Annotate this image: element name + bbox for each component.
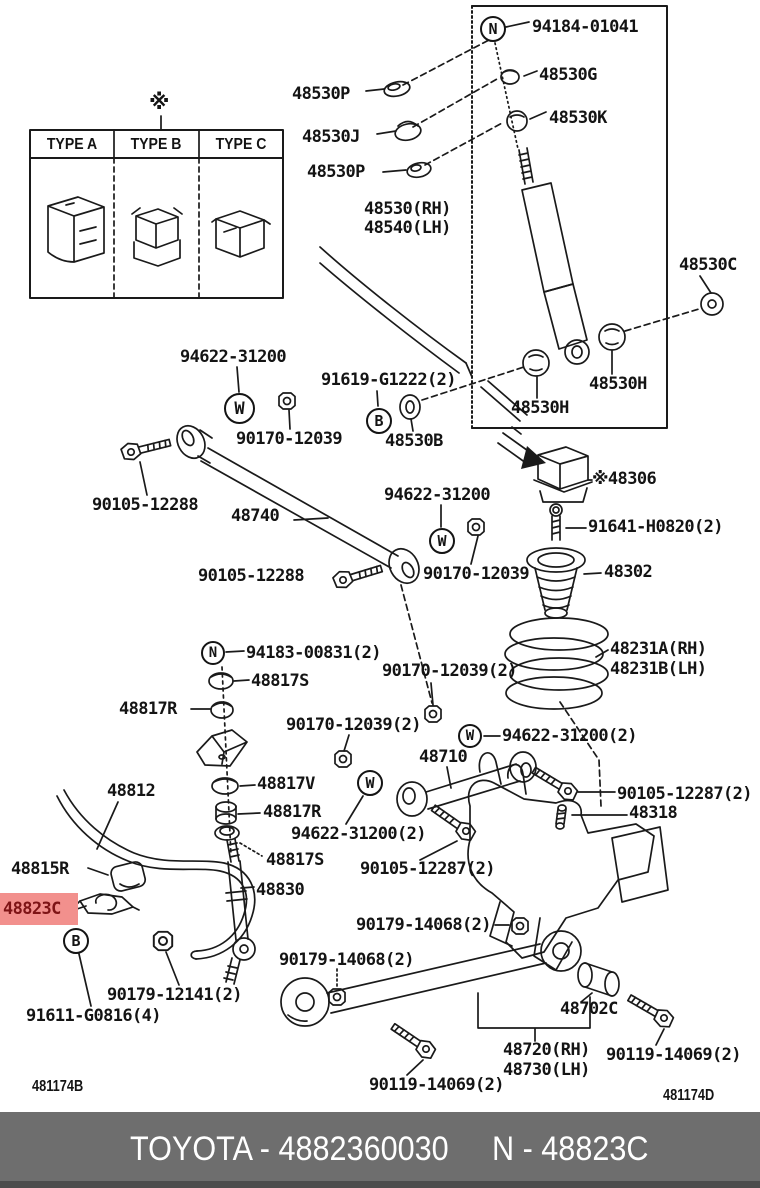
part-label: 90170-12039 xyxy=(236,429,343,449)
stud-drawing xyxy=(555,804,567,830)
part-label: 48530B xyxy=(385,431,443,451)
part-label: ※48306 xyxy=(592,469,657,489)
shock-absorber-box xyxy=(471,5,668,429)
part-label: 91641-H0820(2) xyxy=(588,517,723,537)
type-table-header-a: TYPE A xyxy=(46,136,98,153)
marker-circle-w: W xyxy=(458,724,482,748)
part-label: 48231A(RH) xyxy=(610,639,707,659)
part-label: 90105-12288 xyxy=(92,495,199,515)
bump-stop-drawing xyxy=(533,446,593,503)
part-label: 48530P xyxy=(307,162,365,182)
part-label: 90170-12039(2) xyxy=(382,661,517,681)
part-label: 48817R xyxy=(119,699,177,719)
part-label: 48830 xyxy=(256,880,305,900)
part-label: 48815R xyxy=(11,859,69,879)
link-cushion-stack-drawing xyxy=(196,672,248,825)
part-label: 48530G xyxy=(539,65,597,85)
part-label: 48302 xyxy=(604,562,653,582)
footer-part-code: N - 48823C xyxy=(492,1130,649,1168)
part-label: 90170-12039(2) xyxy=(286,715,421,735)
part-label: 48530(RH) xyxy=(364,199,451,219)
part-label: 94622-31200(2) xyxy=(502,726,637,746)
marker-circle-w: W xyxy=(357,770,383,796)
part-label: 48817V xyxy=(257,774,315,794)
part-label: 48710 xyxy=(419,747,468,767)
part-label: 48720(RH) xyxy=(503,1040,590,1060)
part-label: 90105-12287(2) xyxy=(617,784,752,804)
type-table-drawing xyxy=(29,115,284,299)
footer-bottom-edge xyxy=(0,1181,760,1188)
part-label: 48540(LH) xyxy=(364,218,451,238)
part-label: 94622-31200 xyxy=(180,347,287,367)
part-label: 48740 xyxy=(231,506,280,526)
part-label: 48702C xyxy=(560,999,618,1019)
marker-circle-b: B xyxy=(63,928,89,954)
arrow-icon xyxy=(497,432,546,469)
part-label: 90105-12288 xyxy=(198,566,305,586)
leaf-spring-drawing xyxy=(319,246,528,435)
part-label: 91619-G1222(2) xyxy=(321,370,456,390)
marker-circle-b: B xyxy=(366,408,392,434)
highlighted-part-number: 48823C xyxy=(3,899,61,919)
part-label: 48231B(LH) xyxy=(610,659,707,679)
shock-absorber-drawing xyxy=(518,147,590,365)
type-table-header-b: TYPE B xyxy=(130,136,182,153)
part-label: 90119-14069(2) xyxy=(369,1075,504,1095)
reference-mark: ※ xyxy=(149,90,170,114)
part-label: 90179-14068(2) xyxy=(279,950,414,970)
marker-circle-w: W xyxy=(429,528,455,554)
part-label: 48812 xyxy=(107,781,156,801)
part-label: 48817S xyxy=(266,850,324,870)
part-label: 48817S xyxy=(251,671,309,691)
part-label: 48530J xyxy=(302,127,360,147)
part-label: 90170-12039 xyxy=(423,564,530,584)
part-label: 90179-14068(2) xyxy=(356,915,491,935)
part-label: 48530P xyxy=(292,84,350,104)
part-label: 91611-G0816(4) xyxy=(26,1006,161,1026)
stabilizer-bar-drawing xyxy=(56,789,256,960)
coil-spring-drawing xyxy=(504,547,609,710)
part-label: 90105-12287(2) xyxy=(360,859,495,879)
part-label: 94184-01041 xyxy=(532,17,639,37)
part-label: 48530K xyxy=(549,108,607,128)
part-label: 94622-31200 xyxy=(384,485,491,505)
part-label: 94183-00831(2) xyxy=(246,643,381,663)
part-label: 48730(LH) xyxy=(503,1060,590,1080)
part-label: 48817R xyxy=(263,802,321,822)
part-label: 48530H xyxy=(589,374,647,394)
footer-brand-code: TOYOTA - 4882360030 xyxy=(130,1130,449,1168)
footer-bar: TOYOTA - 4882360030 N - 48823C xyxy=(0,1112,760,1188)
marker-circle-w: W xyxy=(224,393,255,424)
part-label: 48530C xyxy=(679,255,737,275)
part-label: 48530H xyxy=(511,398,569,418)
part-label: 90179-12141(2) xyxy=(107,985,242,1005)
spring-seat-bolt-drawing xyxy=(549,503,563,541)
mount-bushings-drawing xyxy=(383,69,724,420)
sheet-code-left: 481174B xyxy=(32,1078,84,1095)
type-table-header-c: TYPE C xyxy=(215,136,267,153)
assembly-dashed-lines xyxy=(221,39,700,988)
track-bar-drawing xyxy=(176,424,420,585)
sheet-code-right: 481174D xyxy=(663,1087,715,1104)
marker-circle-n: N xyxy=(201,641,225,665)
part-label: 90119-14069(2) xyxy=(606,1045,741,1065)
leader-lines xyxy=(76,21,712,1076)
highlighted-part-label: 48823C xyxy=(0,893,78,925)
marker-circle-n: N xyxy=(480,16,506,42)
part-label: 48318 xyxy=(629,803,678,823)
stabilizer-link-drawing xyxy=(214,825,256,985)
part-label: 94622-31200(2) xyxy=(291,824,426,844)
